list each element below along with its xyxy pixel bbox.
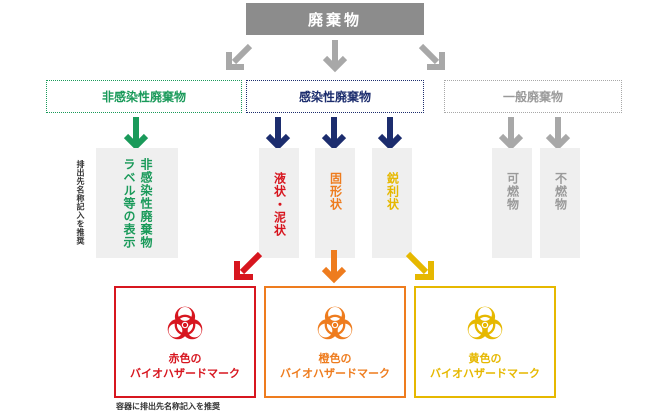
arrow-navy-down-1	[265, 117, 291, 151]
waste-title-box: 廃棄物	[246, 3, 424, 35]
column-combustible: 可燃物	[492, 148, 532, 258]
arrow-top-right	[418, 43, 445, 70]
result-red-line2: バイオハザードマーク	[130, 366, 240, 380]
result-yellow-line1: 黄色の	[468, 352, 502, 365]
noncombustible-label: 不燃物	[553, 172, 568, 211]
result-red-line1: 赤色の	[168, 352, 202, 365]
column-noncombustible: 不燃物	[540, 148, 580, 258]
arrow-orange-down	[321, 250, 347, 284]
non-infectious-line2: ラベル等の表示	[122, 158, 136, 249]
category-general-label: 一般廃棄物	[502, 90, 563, 104]
liquid-label: 液状・泥状	[272, 172, 287, 237]
arrow-gray-down-2	[545, 117, 571, 151]
result-orange-title: 橙色の バイオハザードマーク	[280, 352, 390, 382]
result-yellow: 黄色の バイオハザードマーク	[414, 286, 556, 398]
result-orange-line1: 橙色の	[318, 352, 352, 365]
result-yellow-line2: バイオハザードマーク	[430, 366, 540, 380]
arrow-gray-down-1	[498, 117, 524, 151]
result-red-title: 赤色の バイオハザードマーク	[130, 352, 240, 382]
category-infectious: 感染性廃棄物	[246, 80, 424, 113]
category-general: 一般廃棄物	[444, 80, 622, 113]
result-orange-line2: バイオハザードマーク	[280, 366, 390, 380]
result-yellow-title: 黄色の バイオハザードマーク	[430, 352, 540, 382]
waste-title: 廃棄物	[307, 10, 362, 29]
result-red: 赤色の バイオハザードマーク	[114, 286, 256, 398]
category-non-infectious-label: 非感染性廃棄物	[101, 90, 186, 104]
bottom-note: 容器に排出先名称記入を推奨	[116, 402, 220, 411]
arrow-red-diagonal	[234, 251, 263, 280]
column-non-infectious: 非感染性廃棄物 ラベル等の表示	[96, 148, 178, 258]
column-solid: 固形状	[315, 148, 355, 258]
category-non-infectious: 非感染性廃棄物	[46, 80, 242, 113]
arrow-navy-down-2	[321, 117, 347, 151]
arrow-top-left	[226, 43, 253, 70]
non-infectious-line1: 非感染性廃棄物	[139, 158, 153, 249]
arrow-navy-down-3	[377, 117, 403, 151]
result-orange: 橙色の バイオハザードマーク	[264, 286, 406, 398]
side-note: 排出先名称記入を推奨	[76, 160, 85, 245]
biohazard-icon-orange	[317, 306, 353, 340]
category-infectious-label: 感染性廃棄物	[298, 90, 371, 104]
biohazard-icon-yellow	[467, 306, 503, 340]
biohazard-icon-red	[167, 306, 203, 340]
column-sharp: 鋭利状	[372, 148, 412, 258]
combustible-label: 可燃物	[505, 172, 520, 211]
solid-label: 固形状	[328, 172, 343, 211]
sharp-label: 鋭利状	[385, 172, 400, 211]
column-liquid: 液状・泥状	[259, 148, 299, 258]
arrow-yellow-diagonal	[405, 251, 434, 280]
arrow-green-down	[123, 117, 149, 151]
arrow-top-center	[322, 40, 348, 73]
